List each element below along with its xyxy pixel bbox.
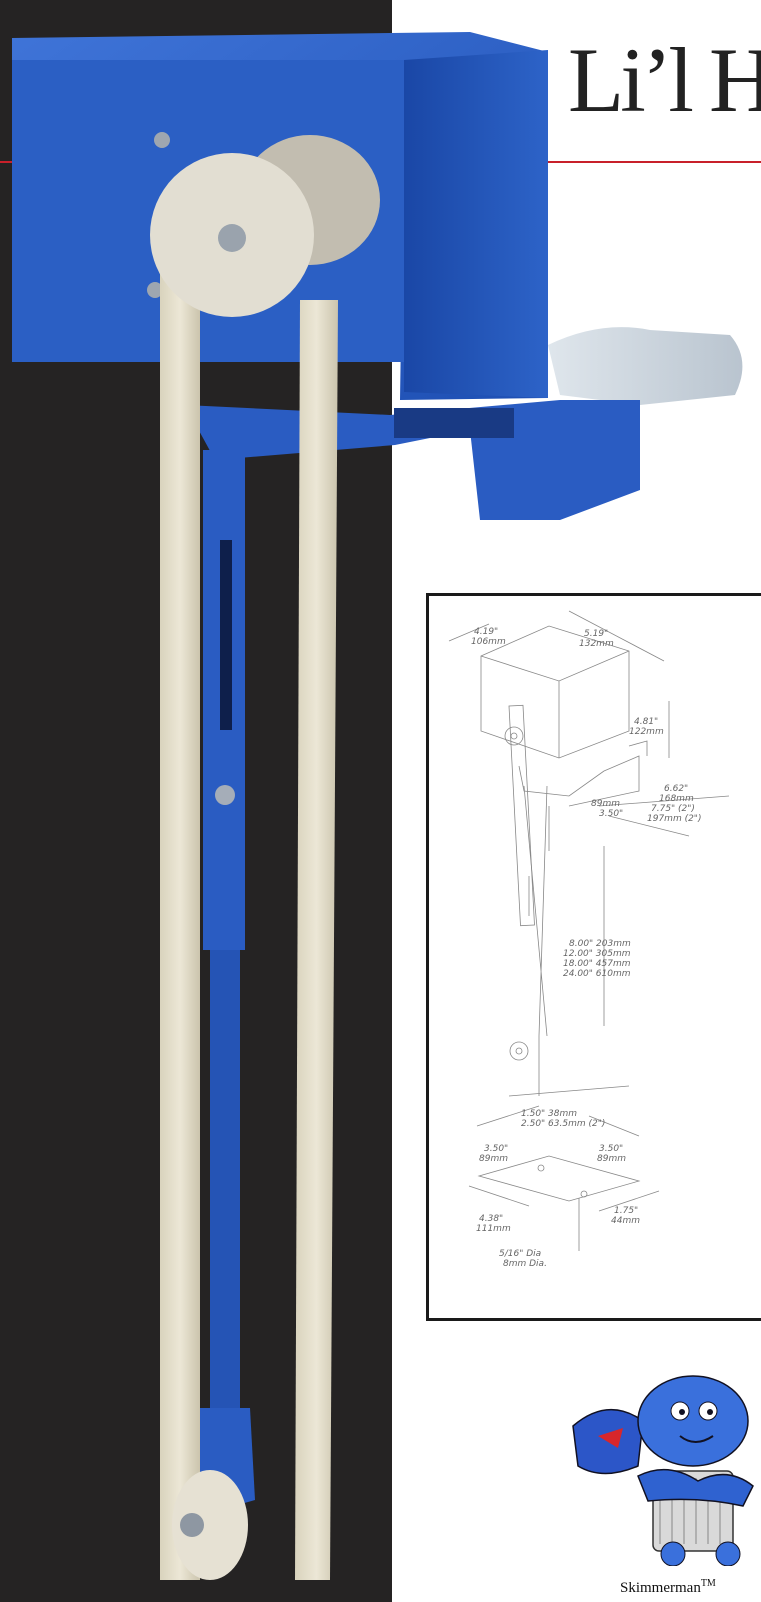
svg-text:2.50" 63.5mm (2"): 2.50" 63.5mm (2") bbox=[521, 1119, 605, 1129]
page-title: Li’l H bbox=[568, 29, 761, 131]
svg-text:4.81": 4.81" bbox=[634, 717, 658, 727]
svg-text:132mm: 132mm bbox=[579, 639, 614, 649]
mascot-caption: SkimmermanTM bbox=[620, 1578, 716, 1596]
screw-icon bbox=[154, 132, 170, 148]
svg-text:8.00" 203mm: 8.00" 203mm bbox=[569, 939, 631, 949]
belt-right bbox=[295, 300, 338, 1580]
red-rule-right bbox=[545, 161, 761, 163]
adjust-slot bbox=[220, 540, 232, 730]
tail-pulley bbox=[172, 1470, 248, 1580]
svg-text:168mm: 168mm bbox=[659, 794, 694, 804]
axle-icon bbox=[218, 224, 246, 252]
svg-text:122mm: 122mm bbox=[629, 727, 664, 737]
svg-text:89mm: 89mm bbox=[591, 799, 620, 809]
bracket-slot bbox=[394, 408, 514, 438]
outlet-hose bbox=[548, 327, 743, 405]
svg-text:1.75": 1.75" bbox=[614, 1206, 638, 1216]
svg-text:4.38": 4.38" bbox=[479, 1214, 503, 1224]
mounting-bracket bbox=[185, 400, 640, 520]
svg-text:18.00" 457mm: 18.00" 457mm bbox=[563, 959, 631, 969]
screw-icon bbox=[147, 282, 163, 298]
svg-text:3.50": 3.50" bbox=[599, 1144, 623, 1154]
red-rule-left bbox=[0, 161, 12, 163]
skimmerman-mascot bbox=[572, 1375, 754, 1566]
dimension-drawing: 4.19" 106mm 5.19" 132mm 4.81" 122mm 89mm… bbox=[426, 593, 761, 1321]
svg-text:44mm: 44mm bbox=[611, 1216, 640, 1226]
svg-text:89mm: 89mm bbox=[479, 1154, 508, 1164]
gearbox-side bbox=[404, 50, 548, 398]
svg-text:8mm Dia.: 8mm Dia. bbox=[503, 1259, 547, 1269]
svg-text:5.19": 5.19" bbox=[584, 629, 608, 639]
tail-axle-icon bbox=[180, 1513, 204, 1537]
svg-text:3.50": 3.50" bbox=[484, 1144, 508, 1154]
svg-text:106mm: 106mm bbox=[471, 637, 506, 647]
belt-left bbox=[160, 260, 200, 1580]
adjust-knob-icon bbox=[215, 785, 235, 805]
svg-text:4.19": 4.19" bbox=[474, 627, 498, 637]
svg-text:89mm: 89mm bbox=[597, 1154, 626, 1164]
tube-lower bbox=[210, 950, 240, 1410]
svg-text:197mm (2"): 197mm (2") bbox=[647, 814, 701, 824]
svg-text:3.50": 3.50" bbox=[599, 809, 623, 819]
svg-text:1.50" 38mm: 1.50" 38mm bbox=[521, 1109, 577, 1119]
svg-text:7.75" (2"): 7.75" (2") bbox=[651, 804, 695, 814]
svg-text:6.62": 6.62" bbox=[664, 784, 688, 794]
svg-text:111mm: 111mm bbox=[476, 1224, 511, 1234]
svg-text:5/16" Dia: 5/16" Dia bbox=[499, 1249, 541, 1259]
dimension-labels: 4.19" 106mm 5.19" 132mm 4.81" 122mm 89mm… bbox=[471, 627, 701, 1269]
svg-text:24.00" 610mm: 24.00" 610mm bbox=[563, 969, 631, 979]
svg-text:12.00" 305mm: 12.00" 305mm bbox=[563, 949, 631, 959]
